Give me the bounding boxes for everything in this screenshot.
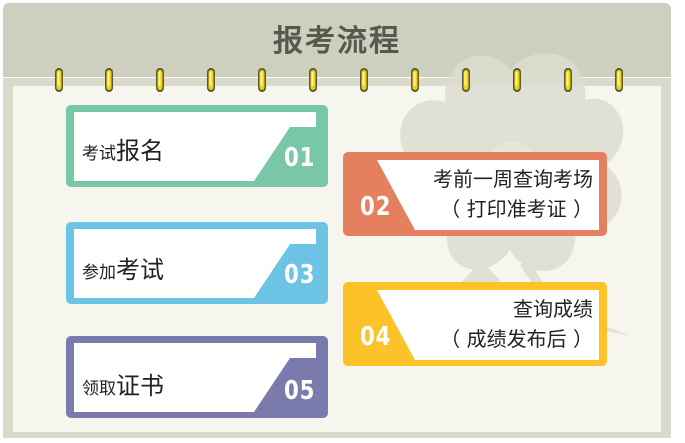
page-title: 报考流程 — [273, 24, 401, 59]
ring-icon — [564, 68, 572, 92]
step-card-04: 04 查询成绩 （ 成绩发布后 ） — [343, 282, 607, 366]
step-card-05: 领取证书 05 — [66, 336, 328, 418]
header-banner: 报考流程 — [3, 3, 671, 77]
step-card-01: 考试报名 01 — [66, 105, 328, 187]
step-number-03: 03 — [284, 260, 316, 290]
step-label-01: 考试报名 — [82, 137, 164, 165]
card-shape — [351, 290, 599, 360]
step-number-05: 05 — [284, 376, 316, 406]
step-card-02: 02 考前一周查询考场 （ 打印准考证 ） — [343, 152, 607, 236]
spiral-rings — [0, 68, 685, 96]
ring-icon — [309, 68, 317, 92]
ring-icon — [462, 68, 470, 92]
card-shape — [351, 160, 599, 230]
step-number-04: 04 — [360, 322, 392, 352]
step-label-03: 参加考试 — [82, 256, 164, 284]
ring-icon — [411, 68, 419, 92]
ring-icon — [513, 68, 521, 92]
step-number-02: 02 — [360, 192, 392, 222]
step-label-05: 领取证书 — [82, 372, 164, 400]
step-card-03: 参加考试 03 — [66, 222, 328, 304]
ring-icon — [258, 68, 266, 92]
ring-icon — [207, 68, 215, 92]
ring-icon — [615, 68, 623, 92]
step-number-01: 01 — [284, 143, 316, 173]
ring-icon — [360, 68, 368, 92]
card-shape — [74, 229, 316, 298]
ring-icon — [105, 68, 113, 92]
step-label-02: 考前一周查询考场 （ 打印准考证 ） — [433, 167, 593, 221]
ring-icon — [156, 68, 164, 92]
card-shape — [74, 112, 316, 181]
card-shape — [74, 343, 316, 412]
ring-icon — [55, 68, 63, 92]
step-label-04: 查询成绩 （ 成绩发布后 ） — [440, 297, 593, 351]
